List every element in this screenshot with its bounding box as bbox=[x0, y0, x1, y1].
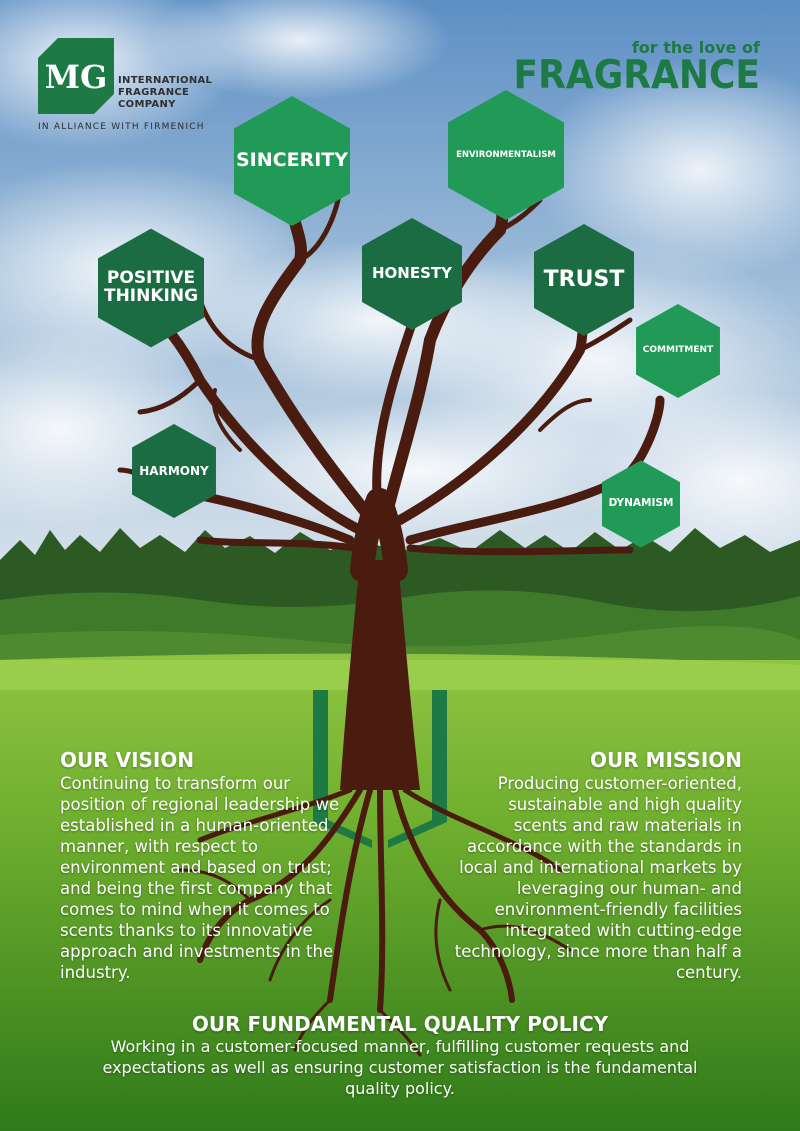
mission-line: century. bbox=[675, 963, 742, 982]
policy-text: Working in a customer-focused manner, fu… bbox=[0, 1036, 800, 1099]
hex-harmony: HARMONY bbox=[132, 424, 216, 518]
tagline-big: FRAGRANCE bbox=[513, 52, 760, 98]
mission-line: technology, since more than half a bbox=[454, 942, 742, 961]
vision-line: position of regional leadership we bbox=[60, 795, 340, 814]
mission-line: environment-friendly facilities bbox=[494, 900, 742, 919]
hexagon-shape bbox=[534, 224, 634, 336]
mission-line: sustainable and high quality bbox=[508, 795, 742, 814]
policy-line: expectations as well as ensuring custome… bbox=[102, 1058, 698, 1077]
vision-line: and being the first company that bbox=[60, 879, 333, 898]
mission-line: accordance with the standards in bbox=[467, 837, 742, 856]
tagline-small: for the love of bbox=[631, 38, 760, 57]
hex-dynamism: DYNAMISM bbox=[602, 460, 680, 548]
hex-honesty: HONESTY bbox=[362, 218, 462, 330]
value-label: HARMONY bbox=[139, 463, 209, 478]
hexagon-shape bbox=[636, 304, 720, 398]
company-name-line: FRAGRANCE bbox=[118, 87, 190, 98]
hex-environmentalism: ENVIRONMENTALISM bbox=[448, 90, 564, 220]
alliance-text: IN ALLIANCE WITH FIRMENICH bbox=[38, 122, 205, 132]
hexagon-shape bbox=[448, 90, 564, 220]
mission-line: integrated with cutting-edge bbox=[505, 921, 742, 940]
value-label: TRUST bbox=[543, 267, 625, 293]
company-name-line: INTERNATIONAL bbox=[118, 75, 213, 86]
hexagon-shape bbox=[362, 218, 462, 330]
value-label: SINCERITY bbox=[236, 149, 348, 172]
hexagon-shape bbox=[132, 424, 216, 518]
vision-line: environment and based on trust; bbox=[60, 858, 332, 877]
vision-line: established in a human-oriented bbox=[60, 816, 329, 835]
vision-line: approach and investments in the bbox=[60, 942, 334, 961]
value-label: ENVIRONMENTALISM bbox=[456, 149, 556, 160]
vision-title: OUR VISION bbox=[60, 748, 195, 772]
mission-text: Producing customer-oriented, sustainable… bbox=[455, 773, 742, 983]
vision-line: scents thanks to its innovative bbox=[60, 921, 313, 940]
policy-line: quality policy. bbox=[345, 1079, 455, 1098]
vision-line: manner, with respect to bbox=[60, 837, 258, 856]
vision-text: Continuing to transform our position of … bbox=[60, 773, 339, 983]
mission-line: scents and raw materials in bbox=[513, 816, 742, 835]
clouds bbox=[0, 0, 800, 570]
vision-line: industry. bbox=[60, 963, 131, 982]
logo-letters: MG bbox=[45, 58, 108, 96]
mg-logo: MG bbox=[38, 38, 114, 114]
value-label: DYNAMISM bbox=[608, 497, 674, 510]
value-label: POSITIVE THINKING bbox=[103, 268, 199, 306]
mission-title: OUR MISSION bbox=[589, 748, 742, 772]
policy-line: Working in a customer-focused manner, fu… bbox=[110, 1037, 690, 1056]
policy-title: OUR FUNDAMENTAL QUALITY POLICY bbox=[191, 1012, 609, 1036]
vision-line: comes to mind when it comes to bbox=[60, 900, 330, 919]
hex-trust: TRUST bbox=[534, 224, 634, 336]
mission-line: Producing customer-oriented, bbox=[497, 774, 742, 793]
mission-line: leveraging our human- and bbox=[516, 879, 742, 898]
vision-line: Continuing to transform our bbox=[60, 774, 291, 793]
hex-positive-thinking: POSITIVE THINKING bbox=[98, 228, 204, 348]
hex-sincerity: SINCERITY bbox=[234, 96, 350, 226]
hexagon-shape bbox=[602, 460, 680, 548]
mission-line: local and international markets by bbox=[459, 858, 742, 877]
value-label: COMMITMENT bbox=[642, 345, 714, 356]
hexagon-shape bbox=[98, 228, 204, 348]
company-name-line: COMPANY bbox=[118, 99, 176, 110]
company-name: INTERNATIONAL FRAGRANCE COMPANY bbox=[118, 75, 212, 111]
hexagon-shape bbox=[234, 96, 350, 226]
value-label: HONESTY bbox=[371, 264, 452, 283]
hex-commitment: COMMITMENT bbox=[636, 304, 720, 398]
